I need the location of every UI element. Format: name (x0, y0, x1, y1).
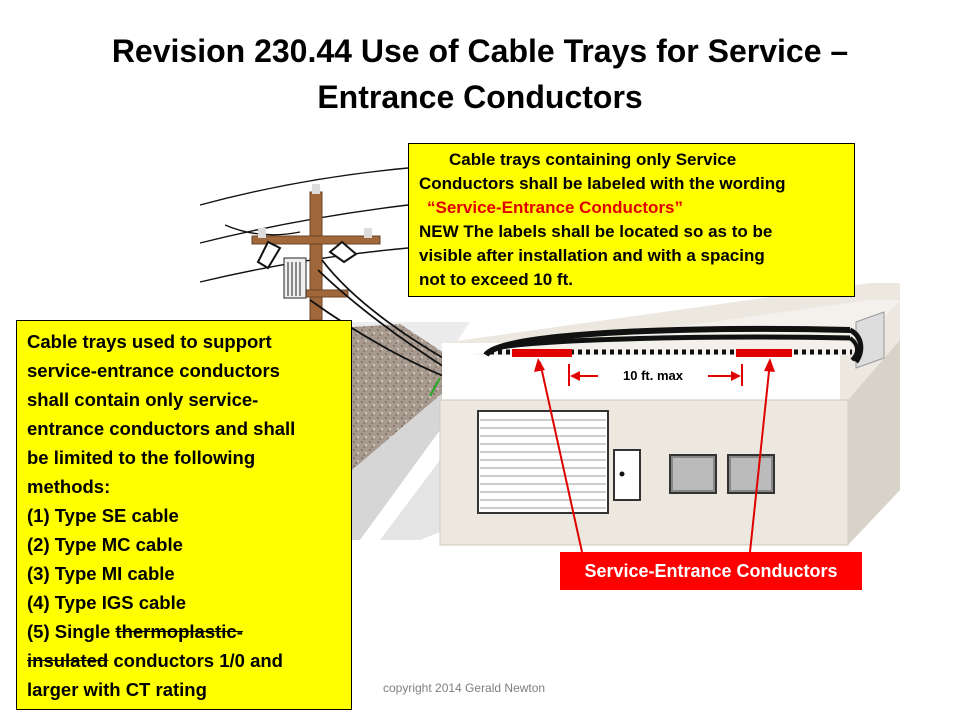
top-note-box: Cable trays containing only Service Cond… (408, 143, 855, 297)
struck-text-thermoplastic: thermoplastic- (115, 621, 243, 642)
method-item-5-start: (5) Single (27, 621, 116, 642)
left-note-line: service-entrance conductors (27, 360, 280, 381)
method-item-4: (4) Type IGS cable (27, 592, 187, 613)
left-note-line: shall contain only service- (27, 389, 259, 410)
method-item-1: (1) Type SE cable (27, 505, 179, 526)
roll-up-door (477, 410, 609, 514)
service-entrance-label: Service-Entrance Conductors (560, 552, 862, 590)
method-item-5-last: larger with CT rating (27, 679, 207, 700)
copyright-text: copyright 2014 Gerald Newton (383, 681, 546, 695)
top-note-line-6: not to exceed 10 ft. (419, 270, 573, 289)
label-marker-right (736, 349, 792, 357)
label-marker-left (512, 349, 572, 357)
left-note-line: entrance conductors and shall (27, 418, 296, 439)
left-note-box: Cable trays used to support service-entr… (16, 320, 352, 710)
spacing-label: 10 ft. max (598, 368, 708, 383)
windows (669, 454, 775, 494)
top-note-line-2: Conductors shall be labeled with the wor… (419, 174, 786, 193)
utility-pole-icon (251, 184, 381, 321)
method-item-5-cont: insulated conductors 1/0 and (27, 646, 343, 675)
entry-door (613, 449, 641, 501)
left-note-line: methods: (27, 476, 111, 497)
top-note-line-1: Cable trays containing only Service (449, 150, 737, 169)
struck-text-insulated: insulated (27, 650, 109, 671)
method-item-5-rest: conductors 1/0 and (108, 650, 283, 671)
callout-pointers (534, 358, 775, 553)
building-icon (439, 283, 900, 546)
left-note-line: be limited to the following (27, 447, 256, 468)
title-line-1: Revision 230.44 Use of Cable Trays for S… (111, 33, 849, 69)
slide-title: Revision 230.44 Use of Cable Trays for S… (0, 28, 960, 120)
method-item-2: (2) Type MC cable (27, 534, 183, 555)
left-note-line: Cable trays used to support (27, 331, 272, 352)
method-item-5: (5) Single thermoplastic- (27, 617, 343, 646)
service-drop (309, 259, 453, 379)
title-line-2: Entrance Conductors (317, 79, 643, 115)
dimension-arrow (568, 364, 743, 386)
transformer-icon (283, 257, 307, 299)
top-note-line-3: “Service-Entrance Conductors” (427, 198, 684, 217)
method-item-3: (3) Type MI cable (27, 563, 175, 584)
top-note-line-5: visible after installation and with a sp… (419, 246, 765, 265)
top-note-line-4: NEW The labels shall be located so as to… (419, 222, 773, 241)
cable-tray-icon (483, 325, 864, 364)
